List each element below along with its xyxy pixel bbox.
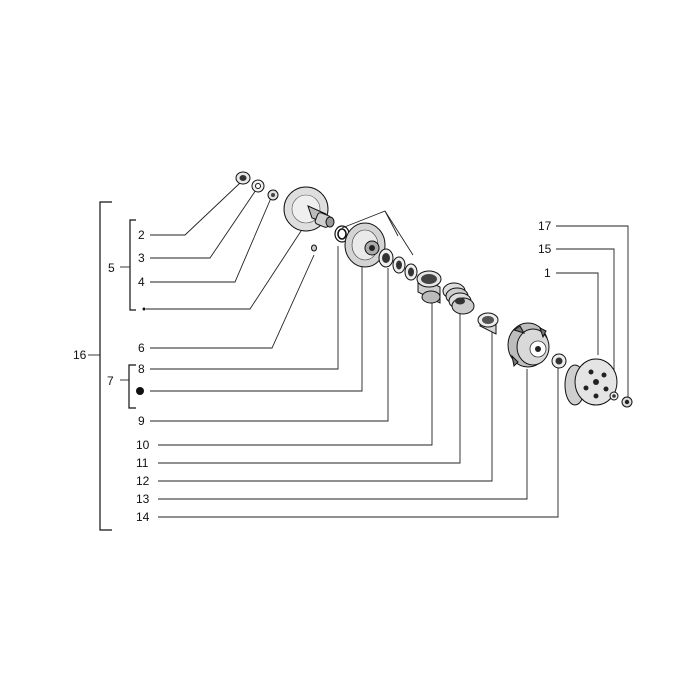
part-bush-4 [267, 189, 279, 201]
label-14: 14 [136, 510, 150, 524]
label-11: 11 [136, 456, 149, 470]
label-8: 8 [138, 362, 145, 376]
marker-dot-5 [142, 307, 146, 311]
label-3: 3 [138, 251, 145, 265]
label-13: 13 [136, 492, 150, 506]
label-5: 5 [108, 261, 115, 275]
part-spacers-9 [378, 248, 418, 281]
label-6: 6 [138, 341, 145, 355]
label-7: 7 [107, 374, 114, 388]
part-clutch-13 [507, 322, 550, 368]
label-9: 9 [138, 414, 145, 428]
part-movable-pulley [344, 222, 386, 268]
label-1: 1 [544, 266, 551, 280]
label-2: 2 [138, 228, 145, 242]
part-washer-3 [251, 179, 265, 193]
label-15: 15 [538, 242, 552, 256]
part-fixed-pulley [283, 186, 335, 232]
callout-labels: 2 3 4 5 6 16 8 7 9 10 11 12 13 14 17 15 … [73, 219, 552, 524]
leader-lines [146, 182, 629, 518]
part-sleeve-10 [416, 270, 442, 304]
marker-dot-7 [136, 387, 144, 395]
part-washer-14 [551, 353, 567, 369]
label-16: 16 [73, 348, 87, 362]
part-bushing-12 [477, 312, 499, 335]
label-10: 10 [136, 438, 150, 452]
part-nut-2 [235, 171, 251, 185]
label-17: 17 [538, 219, 552, 233]
group-brackets [88, 201, 136, 531]
part-clutch-bell-1 [564, 358, 618, 406]
label-4: 4 [138, 275, 145, 289]
part-nut-17 [621, 396, 633, 408]
label-12: 12 [136, 474, 150, 488]
part-spring-11 [442, 282, 475, 315]
part-washer-15 [609, 391, 619, 401]
part-small-pin-6 [311, 244, 317, 252]
